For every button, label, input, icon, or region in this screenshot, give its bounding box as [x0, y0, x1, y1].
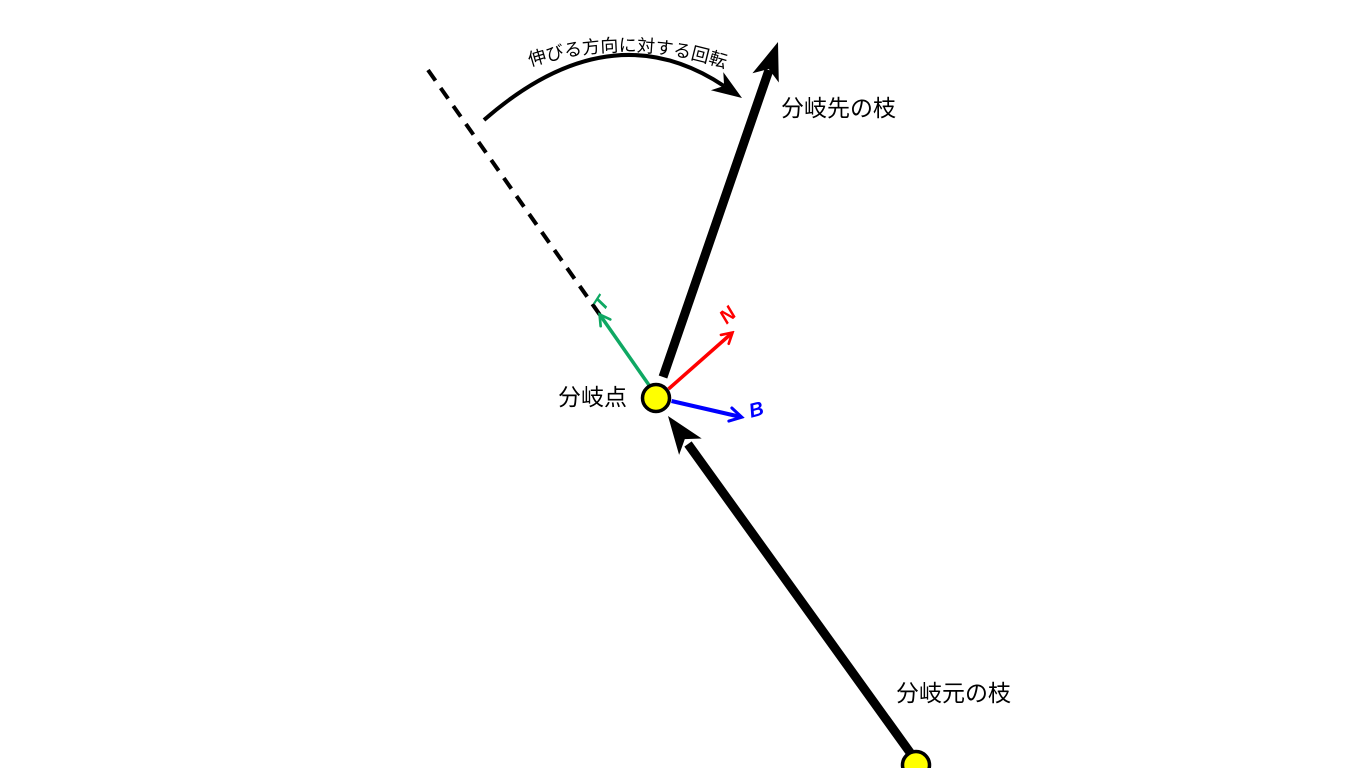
destination-branch-arrowhead-icon	[752, 42, 779, 83]
binormal-vector-arrow	[671, 399, 742, 417]
tangent-vector-label: T	[589, 291, 615, 315]
rotation-annotation-text: 伸びる方向に対する回転	[526, 35, 730, 72]
destination-branch-label: 分岐先の枝	[781, 95, 896, 121]
source-branch-arrowhead-icon	[668, 416, 702, 455]
extension-dashed-line	[426, 68, 602, 317]
source-branch-label: 分岐元の枝	[896, 680, 1011, 706]
source-node	[900, 749, 932, 768]
rotation-arc-arrowhead-icon	[710, 72, 742, 98]
normal-vector-arrow	[667, 333, 733, 391]
destination-branch-line	[658, 68, 774, 379]
tangent-vector-arrow	[600, 315, 652, 388]
branch-point-label: 分岐点	[558, 384, 627, 410]
rotation-arc	[482, 52, 726, 122]
source-branch-line	[684, 441, 918, 761]
normal-vector-label: N	[715, 302, 741, 328]
binormal-vector-label: B	[747, 398, 767, 423]
branch-point-node	[640, 382, 672, 414]
